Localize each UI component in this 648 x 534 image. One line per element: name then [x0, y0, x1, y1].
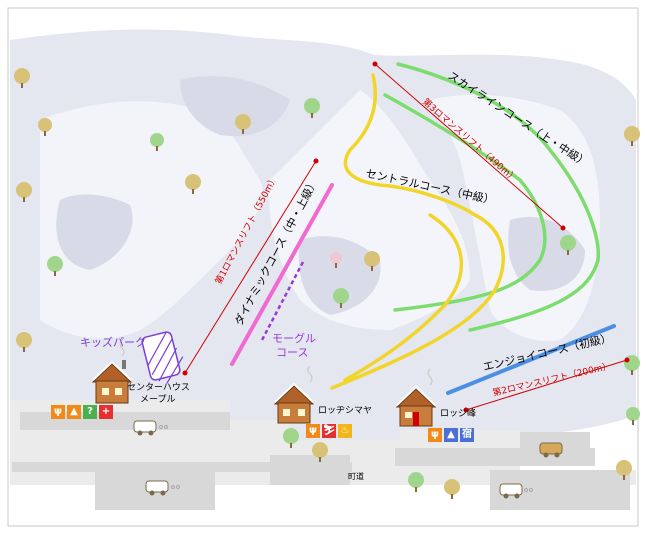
lodging-icon: ♨ [338, 424, 352, 438]
mogul-course-label-2: コース [276, 346, 309, 359]
info-icon: ? [83, 405, 97, 419]
dynamic-course [230, 183, 334, 366]
courses [230, 62, 616, 395]
toilet-icon: ▲ [444, 428, 458, 442]
tree-icon [624, 126, 640, 146]
tree-icon [312, 442, 328, 462]
central-course-upper [343, 73, 477, 217]
car-icon [539, 442, 563, 458]
toilet-icon: ▲ [67, 405, 81, 419]
center-house-label-2: メープル [140, 395, 176, 405]
tree-icon [364, 251, 380, 271]
lodge-mine [395, 385, 437, 427]
skyline-course-inner [383, 93, 547, 312]
mogul-course-label-1: モーグル [272, 332, 316, 345]
tree-icon [47, 256, 63, 276]
tree-icon [235, 114, 251, 134]
tree-icon [626, 407, 640, 425]
restaurant-icon: ψ [51, 405, 65, 419]
tree-icon [185, 174, 201, 194]
tree-icon [16, 182, 32, 202]
restaurant-icon: ψ [428, 428, 442, 442]
tree-icon [16, 332, 32, 352]
tree-icon [408, 472, 424, 492]
first-lift-line [184, 160, 317, 374]
tree-icon [283, 428, 299, 448]
central-course-branch [343, 213, 463, 382]
road-label: 町道 [348, 472, 364, 481]
central-course-lower [330, 213, 505, 390]
tree-icon [330, 252, 342, 268]
enjoy-course [446, 324, 616, 395]
second-lift-line [465, 359, 628, 411]
lodge-mine-label: ロッジ峰 [440, 409, 477, 419]
lifts [182, 61, 630, 413]
third-lift-line [374, 63, 564, 229]
car-icon [145, 480, 180, 496]
lodge-shimaya-label: ロッヂシマヤ [318, 406, 373, 416]
tree-icon [333, 288, 349, 308]
tree-icon [616, 460, 632, 480]
tree-icon [150, 133, 164, 151]
tree-icon [304, 98, 320, 118]
lodge-shimaya [273, 382, 315, 424]
skyline-course-outer [396, 62, 600, 332]
center-house [91, 360, 133, 404]
tree-icon [38, 118, 52, 136]
lodge-mine-facilities: ψ ▲ 宿 [428, 428, 474, 442]
tree-icon [14, 68, 30, 88]
kids-park-area [141, 331, 184, 384]
lodging-icon: 宿 [460, 428, 474, 442]
car-icon [133, 420, 168, 436]
center-house-facilities: ψ ▲ ? + [51, 405, 113, 419]
chimney-smoke [119, 339, 433, 386]
kids-park-label: キッズパーク [80, 336, 146, 349]
tree-icon [444, 479, 460, 499]
tree-icon [560, 235, 576, 255]
rental-icon: ⛷ [322, 424, 336, 438]
restaurant-icon: ψ [306, 424, 320, 438]
center-house-label-1: センターハウス [127, 383, 190, 393]
car-icon [499, 483, 533, 499]
lodge-shimaya-facilities: ψ ⛷ ♨ [306, 424, 352, 438]
mogul-course [260, 261, 305, 341]
trees [14, 68, 640, 499]
first-aid-icon: + [99, 405, 113, 419]
